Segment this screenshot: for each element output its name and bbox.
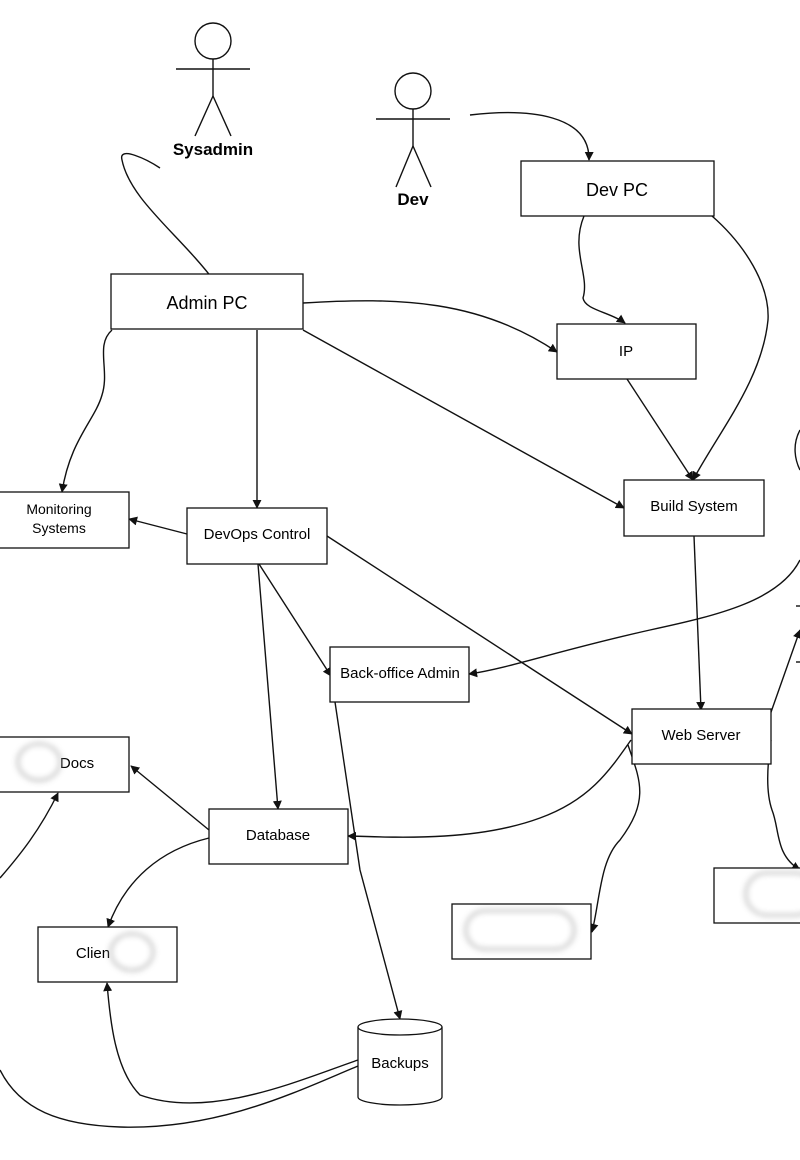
dev-head: [394, 72, 432, 110]
backups-node: Backups: [357, 1018, 443, 1106]
edge-adminpc-build: [302, 329, 625, 509]
admin-pc-label: Admin PC: [166, 293, 247, 313]
dev-label: Dev: [397, 190, 429, 209]
build-system-label: Build System: [650, 498, 738, 515]
edge-offpage-docs: [0, 792, 59, 879]
edge-sysadmin-adminpc: [121, 153, 216, 283]
ip-node: IP: [556, 323, 697, 380]
edge-webserver-redacted-bottom: [589, 744, 641, 933]
edge-external-backoffice: [468, 559, 800, 678]
docs-node: Docs: [0, 736, 130, 793]
edge-devpc-build: [692, 215, 769, 481]
edge-backups-client: [103, 982, 359, 1104]
monitoring-label-line2: Systems: [32, 520, 86, 536]
edge-devops-monitoring: [128, 516, 188, 535]
dev-leg-left: [395, 145, 414, 188]
backups-label: Backups: [371, 1055, 429, 1072]
sysadmin-leg-left: [194, 95, 214, 137]
dev-actor: Dev: [376, 72, 450, 209]
edge-devpc-ip: [578, 215, 626, 324]
redacted-node-right: [713, 867, 800, 924]
client-redaction: [110, 933, 154, 971]
redacted-node-bottom-blur: [465, 910, 575, 950]
sysadmin-leg-right: [212, 95, 232, 137]
edge-devops-database: [257, 563, 282, 810]
admin-pc-node: Admin PC: [110, 273, 304, 330]
edge-webserver-external: [769, 629, 800, 716]
edge-backoffice-backups: [334, 701, 403, 1020]
monitoring-label-line1: Monitoring: [26, 501, 91, 517]
dev-leg-right: [412, 145, 432, 188]
database-node: Database: [208, 808, 349, 865]
edge-devops-backoffice: [258, 563, 332, 677]
monitoring-systems-node: Monitoring Systems: [0, 491, 130, 549]
redacted-node-bottom: [451, 903, 592, 960]
web-server-label: Web Server: [662, 727, 741, 744]
edge-adminpc-ip: [302, 300, 558, 353]
edge-webserver-database: [347, 739, 632, 841]
docs-redaction: [17, 743, 61, 781]
devops-control-node: DevOps Control: [186, 507, 328, 565]
client-label: Clien: [76, 945, 110, 962]
docs-label: Docs: [60, 755, 94, 772]
build-system-node: Build System: [623, 479, 765, 537]
client-node: Clien: [37, 926, 178, 983]
redacted-node-right-blur: [745, 872, 800, 916]
database-label: Database: [246, 827, 310, 844]
edge-adminpc-monitoring: [58, 329, 113, 493]
backoffice-admin-node: Back-office Admin: [329, 646, 470, 703]
edge-database-client: [106, 837, 210, 928]
edge-build-webserver: [693, 535, 706, 711]
edge-external-stub: [794, 429, 800, 471]
edges: [0, 111, 800, 1128]
backoffice-admin-label: Back-office Admin: [340, 665, 460, 682]
edge-backups-offpage: [0, 1065, 359, 1128]
backups-cylinder-top: [357, 1018, 443, 1036]
devops-control-label: DevOps Control: [204, 526, 311, 543]
sysadmin-actor: Sysadmin: [173, 22, 253, 159]
edge-webserver-redacted-right: [767, 739, 800, 871]
edge-build-ip: [626, 378, 694, 481]
edge-dev-devpc: [469, 111, 594, 161]
ip-label: IP: [619, 343, 633, 360]
sysadmin-label: Sysadmin: [173, 140, 253, 159]
backups-cylinder-body: [357, 1027, 443, 1106]
sysadmin-head: [194, 22, 232, 60]
dev-pc-node: Dev PC: [520, 160, 715, 217]
edge-database-docs: [130, 765, 210, 831]
dev-pc-label: Dev PC: [586, 180, 648, 200]
web-server-node: Web Server: [631, 708, 772, 765]
edge-devops-webserver: [326, 535, 633, 735]
